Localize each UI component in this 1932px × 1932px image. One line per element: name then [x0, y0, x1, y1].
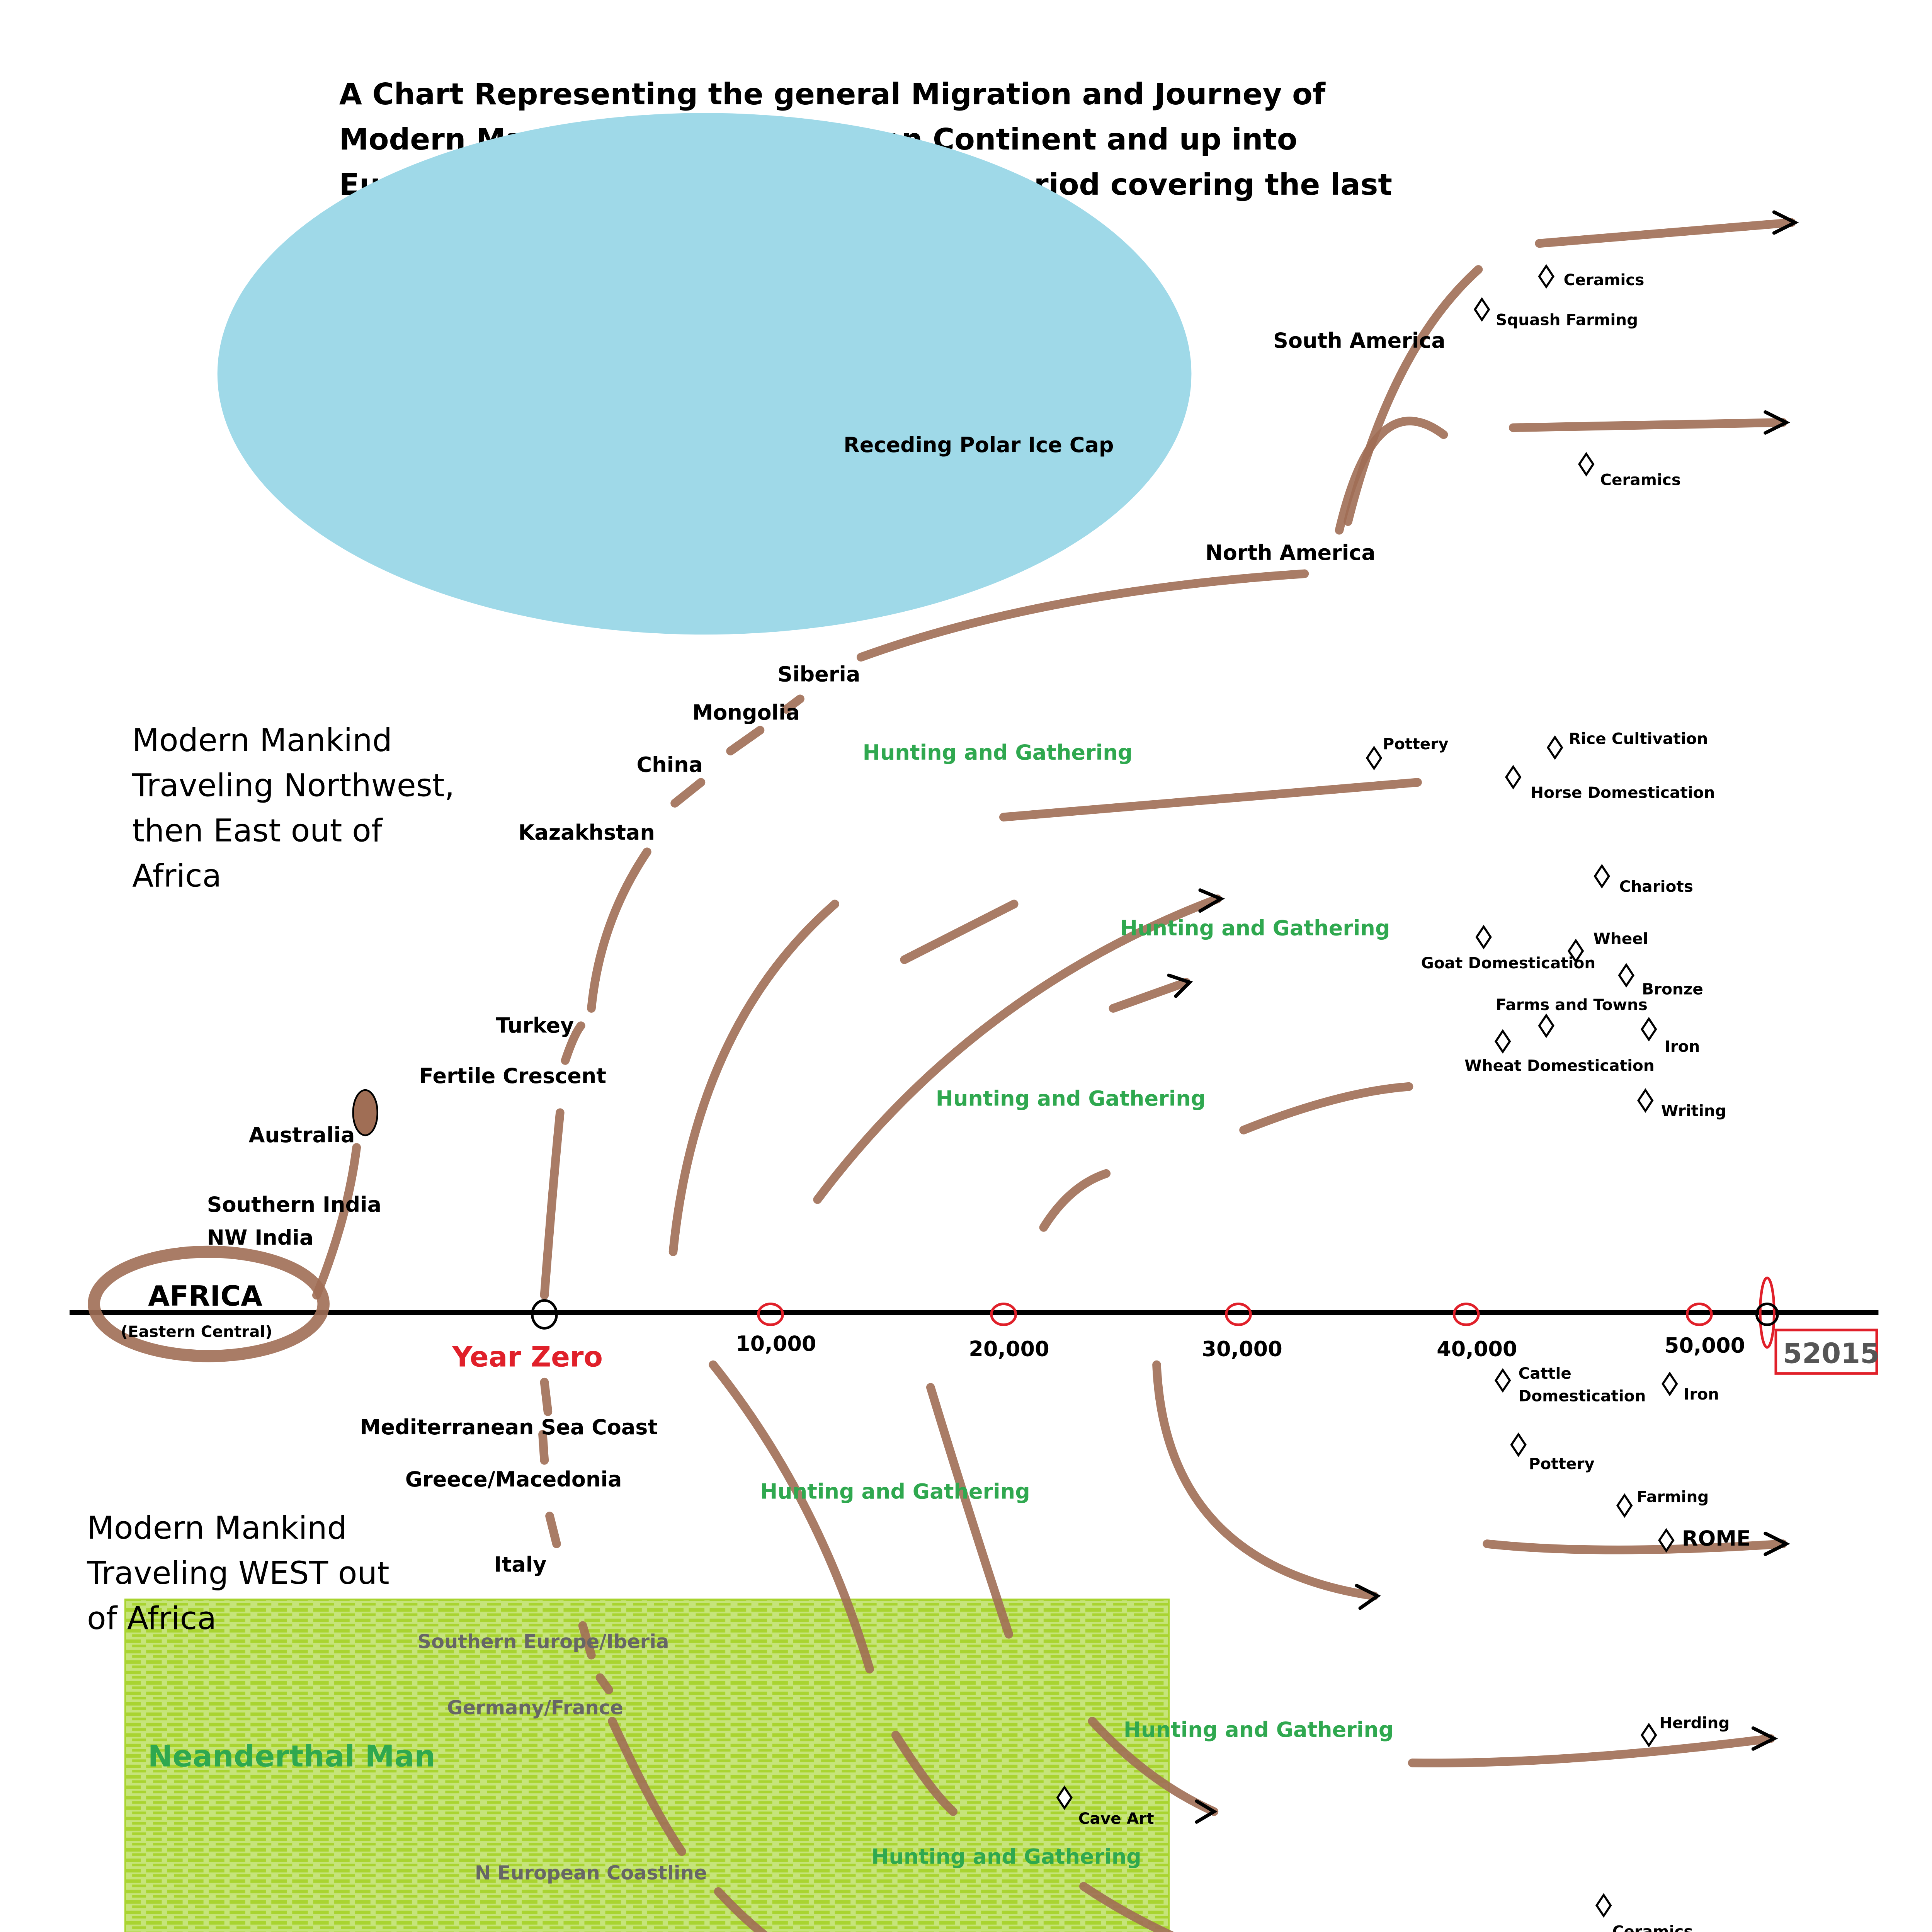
hunting-label: Hunting and Gathering [760, 1479, 1030, 1503]
neanderthal-label: Neanderthal Man [148, 1739, 435, 1774]
svg-text:Herding: Herding [1659, 1713, 1730, 1732]
place-mediterranean: Mediterranean Sea Coast [360, 1415, 658, 1439]
svg-text:Ceramics: Ceramics [1612, 1922, 1693, 1932]
svg-text:Farms and Towns: Farms and Towns [1496, 995, 1648, 1014]
hunting-label: Hunting and Gathering [871, 1844, 1141, 1869]
svg-text:Pottery: Pottery [1383, 735, 1449, 753]
place-fertile-crescent: Fertile Crescent [419, 1064, 606, 1088]
africa-sublabel: (Eastern Central) [121, 1322, 272, 1341]
west-caption: Modern Mankind Traveling WEST out of Afr… [87, 1510, 399, 1637]
south-milestones: Cattle Domestication Iron Pottery Farmin… [1056, 1364, 1751, 1932]
svg-text:Rice Cultivation: Rice Cultivation [1569, 730, 1708, 748]
timeline-axis: AFRICA (Eastern Central) Year Zero 10,00… [70, 1245, 1880, 1375]
end-year-label: 52015 [1783, 1337, 1880, 1370]
place-n-european-coast: N European Coastline [475, 1862, 707, 1884]
place-mongolia: Mongolia [692, 701, 800, 725]
svg-text:Domestication: Domestication [1519, 1386, 1646, 1405]
south-paths [538, 1360, 1790, 1932]
year-zero-label: Year Zero [452, 1341, 603, 1373]
north-paths [312, 210, 1799, 1300]
svg-text:Goat Domestication: Goat Domestication [1421, 954, 1596, 972]
tick-30000: 30,000 [1202, 1337, 1282, 1361]
svg-text:Pottery: Pottery [1529, 1454, 1595, 1473]
place-siberia: Siberia [777, 662, 860, 687]
place-australia: Australia [249, 1123, 355, 1147]
africa-circle [88, 1245, 330, 1362]
neanderthal-region [124, 1599, 1170, 1932]
svg-text:Writing: Writing [1661, 1102, 1726, 1120]
place-southern-india: Southern India [207, 1192, 381, 1217]
svg-text:Cattle: Cattle [1519, 1364, 1571, 1383]
place-north-america: North America [1205, 541, 1375, 565]
place-germany-france: Germany/France [447, 1696, 623, 1719]
svg-text:Squash Farming: Squash Farming [1496, 310, 1638, 329]
place-greece: Greece/Macedonia [405, 1467, 622, 1492]
tick-10000: 10,000 [736, 1332, 816, 1356]
place-nw-india: NW India [207, 1226, 314, 1250]
ice-cap-label: Receding Polar Ice Cap [844, 433, 1114, 457]
svg-text:Horse Domestication: Horse Domestication [1531, 783, 1715, 802]
place-southern-europe: Southern Europe/Iberia [417, 1630, 669, 1653]
africa-label: AFRICA [148, 1280, 262, 1312]
svg-text:Cave Art: Cave Art [1078, 1809, 1154, 1828]
hunting-label: Hunting and Gathering [1124, 1718, 1394, 1742]
place-kazakhstan: Kazakhstan [518, 820, 655, 845]
tick-20000: 20,000 [969, 1337, 1049, 1361]
place-italy: Italy [494, 1552, 546, 1577]
hunting-label: Hunting and Gathering [936, 1087, 1206, 1111]
svg-text:Ceramics: Ceramics [1600, 470, 1681, 489]
tick-50000: 50,000 [1665, 1333, 1745, 1358]
svg-text:Ceramics: Ceramics [1564, 270, 1645, 289]
place-south-america: South America [1273, 328, 1446, 353]
svg-text:Wheat Domestication: Wheat Domestication [1464, 1056, 1655, 1075]
place-turkey: Turkey [496, 1014, 574, 1038]
north-milestones: Ceramics Squash Farming Ceramics Pottery… [1366, 264, 1726, 1120]
svg-text:Chariots: Chariots [1619, 877, 1693, 896]
svg-text:Iron: Iron [1684, 1385, 1719, 1403]
svg-text:Farming: Farming [1637, 1487, 1709, 1506]
hunting-label: Hunting and Gathering [863, 740, 1133, 765]
svg-text:ROME: ROME [1682, 1526, 1751, 1551]
tick-40000: 40,000 [1437, 1337, 1517, 1361]
svg-text:Wheel: Wheel [1593, 929, 1648, 948]
northwest-caption: Modern Mankind Traveling Northwest, then… [132, 723, 464, 895]
hunting-label: Hunting and Gathering [1120, 916, 1390, 940]
svg-text:Iron: Iron [1665, 1037, 1700, 1056]
polar-ice-cap [217, 113, 1192, 635]
place-china: China [636, 753, 703, 777]
svg-text:Bronze: Bronze [1642, 980, 1703, 998]
